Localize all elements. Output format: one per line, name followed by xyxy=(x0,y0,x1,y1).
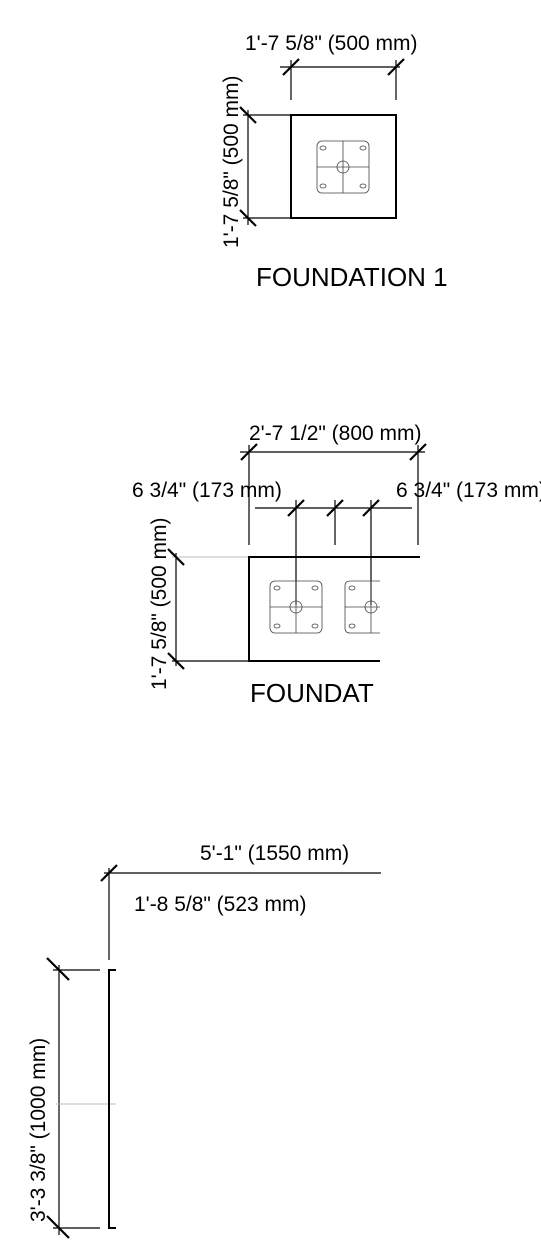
f2-height-dimension: 1'-7 5/8" (500 mm) xyxy=(148,517,249,690)
f2-footing-outline xyxy=(248,556,420,662)
foundation-1: 1'-7 5/8" (500 mm) 1'-7 5/8" (500 mm) FO… xyxy=(220,32,448,292)
f1-width-label: 1'-7 5/8" (500 mm) xyxy=(245,32,418,55)
foundation-3: 5'-1" (1550 mm) 1'-8 5/8" (523 mm) 3'-3 … xyxy=(27,842,381,1239)
f2-base-plate-left xyxy=(269,580,323,634)
f2-title: FOUNDAT xyxy=(250,678,374,708)
f3-width-label: 5'-1" (1550 mm) xyxy=(200,842,349,865)
f2-overall-width-label: 2'-7 1/2" (800 mm) xyxy=(249,422,422,445)
f2-right-edge-label: 6 3/4" (173 mm) xyxy=(396,479,541,502)
f1-width-dimension: 1'-7 5/8" (500 mm) xyxy=(245,32,418,100)
f2-height-label: 1'-7 5/8" (500 mm) xyxy=(148,517,171,690)
f2-base-plate-right xyxy=(344,580,380,634)
f3-width-dimension: 5'-1" (1550 mm) 1'-8 5/8" (523 mm) xyxy=(100,842,381,960)
f1-height-dimension: 1'-7 5/8" (500 mm) xyxy=(220,75,290,248)
f1-height-label: 1'-7 5/8" (500 mm) xyxy=(220,75,243,248)
f1-title: FOUNDATION 1 xyxy=(256,262,448,292)
f3-offset-label: 1'-8 5/8" (523 mm) xyxy=(134,893,307,916)
f1-base-plate xyxy=(316,140,370,194)
f2-edge-dimensions: 6 3/4" (173 mm) 6 3/4" (173 mm) xyxy=(132,479,541,605)
f2-left-edge-label: 6 3/4" (173 mm) xyxy=(132,479,282,502)
f3-height-dimension: 3'-3 3/8" (1000 mm) xyxy=(27,957,116,1239)
f2-overall-width-dimension: 2'-7 1/2" (800 mm) xyxy=(240,422,427,545)
f3-footing-outline xyxy=(108,969,116,1229)
foundation-2: 2'-7 1/2" (800 mm) 6 3/4" (173 mm) 6 3/4… xyxy=(132,422,541,708)
f3-height-label: 3'-3 3/8" (1000 mm) xyxy=(27,1038,50,1222)
f1-footing-outline xyxy=(290,114,397,219)
